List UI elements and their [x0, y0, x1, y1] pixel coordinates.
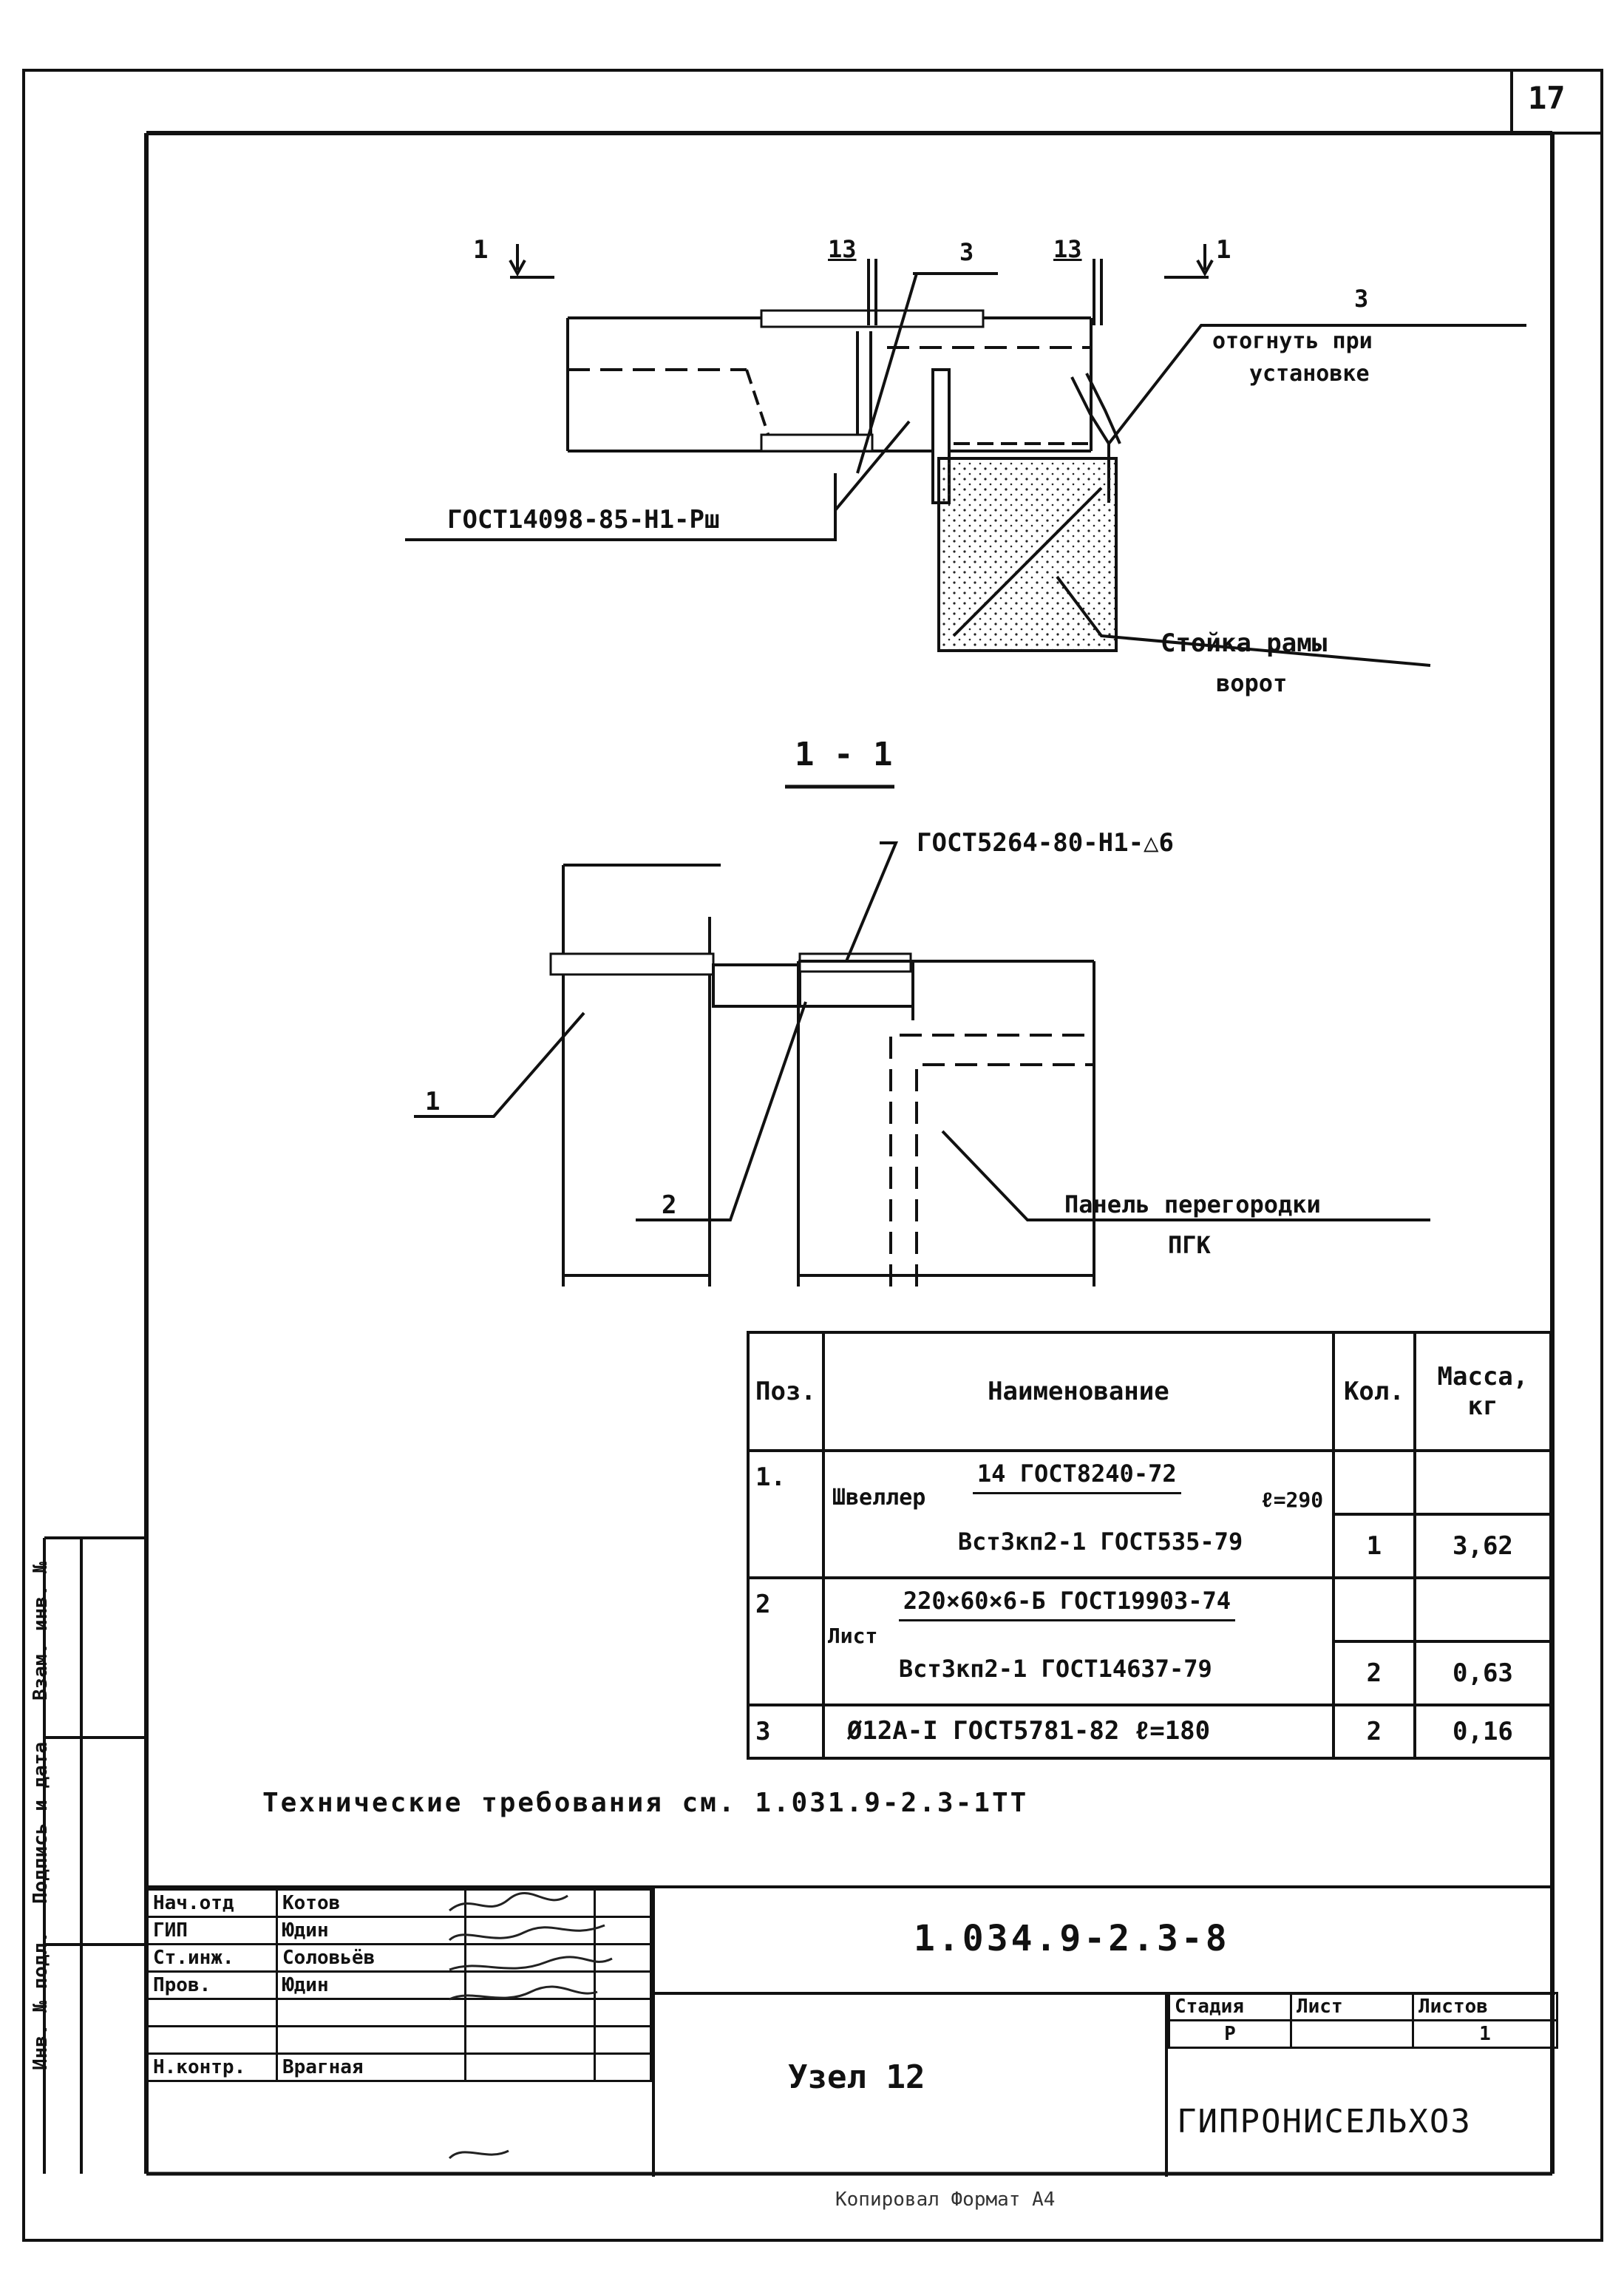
spec-row-2-name: Лист 220×60×6-Б ГОСТ19903-74 Вст3кп2-1 Г… — [821, 1576, 1335, 1706]
specification-table: Поз. Наименование Кол. Масса, кг 1. Швел… — [747, 1331, 1553, 1760]
sheets-value: 1 — [1412, 2019, 1558, 2049]
pos-3-right: 3 — [1354, 285, 1369, 313]
spec-row-1-name: Швеллер 14 ГОСТ8240-72 ℓ=290 Вст3кп2-1 Г… — [821, 1449, 1335, 1579]
signature-4 — [464, 1970, 596, 2000]
signature-scribbles — [448, 1892, 613, 2160]
stage-value: Р — [1168, 2019, 1292, 2049]
spec-row-1-pos: 1. — [747, 1449, 825, 1579]
spec-row-3-name: Ø12А-I ГОСТ5781-82 ℓ=180 — [821, 1704, 1335, 1760]
role-4: Пров. — [146, 1970, 278, 2000]
signature-7 — [464, 2052, 596, 2082]
spec-header-pos: Поз. — [747, 1331, 825, 1452]
spec-row-2-mass: 0,63 — [1413, 1640, 1553, 1706]
section-mark-left: 1 — [473, 235, 489, 265]
footer-note: Копировал Формат А4 — [835, 2189, 1056, 2211]
weld-spec-section: ГОСТ5264-80-Н1-△6 — [917, 828, 1174, 858]
spec-row-3-qty: 2 — [1331, 1704, 1416, 1760]
sheet-header: Лист — [1290, 1992, 1414, 2021]
spec-row-2-pos: 2 — [747, 1576, 825, 1706]
note-bend-line2: установке — [1249, 361, 1370, 387]
spec-row-3: 3 Ø12А-I ГОСТ5781-82 ℓ=180 2 0,16 — [747, 1704, 1553, 1760]
name-5 — [276, 1998, 466, 2027]
section-title: 1 - 1 — [795, 736, 893, 773]
role-3: Ст.инж. — [146, 1943, 278, 1973]
tech-requirements: Технические требования см. 1.031.9-2.3-1… — [262, 1788, 1029, 1818]
designation: 1.034.9-2.3-8 — [914, 1918, 1230, 1959]
spec-row-3-pos: 3 — [747, 1704, 825, 1760]
sheet-value — [1290, 2019, 1414, 2049]
spec-row-2-qty: 2 — [1331, 1640, 1416, 1706]
name-6 — [276, 2025, 466, 2055]
drawing-title: Узел 12 — [788, 2058, 925, 2096]
role-2: ГИП — [146, 1916, 278, 1945]
section-mark-right: 1 — [1216, 235, 1231, 265]
weld-spec-top: ГОСТ14098-85-Н1-Рш — [447, 505, 720, 535]
name-4: Юдин — [276, 1970, 466, 2000]
name-1: Котов — [276, 1888, 466, 1918]
mark-13-right: 13 — [1053, 235, 1082, 263]
spec-row-1-prefix: Швеллер — [832, 1485, 926, 1511]
pos-3-left: 3 — [959, 238, 974, 266]
spec-header-qty: Кол. — [1331, 1331, 1416, 1452]
spec-row-1-bottom-line: Вст3кп2-1 ГОСТ535-79 — [957, 1528, 1243, 1556]
spec-row-2-prefix: Лист — [827, 1624, 878, 1648]
pos-1-label: 1 — [425, 1087, 441, 1116]
post-label-line1: Стойка рамы — [1161, 628, 1328, 658]
panel-label-line2: ПГК — [1168, 1231, 1211, 1259]
spec-header-name: Наименование — [821, 1331, 1335, 1452]
role-6 — [146, 2025, 278, 2055]
name-3: Соловьёв — [276, 1943, 466, 1973]
spec-row-1-suffix: ℓ=290 — [1260, 1488, 1324, 1512]
spec-row-1-qty: 1 — [1331, 1513, 1416, 1579]
sheet-number: 17 — [1528, 80, 1566, 116]
panel-label-line1: Панель перегородки — [1064, 1190, 1321, 1218]
note-bend-line1: отогнуть при — [1212, 328, 1373, 354]
spec-row-1-top: 1. Швеллер 14 ГОСТ8240-72 ℓ=290 Вст3кп2-… — [747, 1449, 1553, 1579]
side-stamp-original-inv: Инв. № подл. — [30, 1931, 52, 2070]
mark-13-left: 13 — [828, 235, 857, 263]
spec-row-2-top-line: 220×60×6-Б ГОСТ19903-74 — [898, 1587, 1235, 1621]
stage-header: Стадия — [1168, 1992, 1292, 2021]
role-1: Нач.отд — [146, 1888, 278, 1918]
role-5 — [146, 1998, 278, 2027]
name-7: Врагная — [276, 2052, 466, 2082]
spec-row-2-bottom-line: Вст3кп2-1 ГОСТ14637-79 — [898, 1655, 1212, 1683]
post-label-line2: ворот — [1216, 669, 1288, 697]
spec-header-mass: Масса, кг — [1413, 1331, 1553, 1452]
organization: ГИПРОНИСЕЛЬХОЗ — [1177, 2103, 1472, 2140]
spec-row-2-top: 2 Лист 220×60×6-Б ГОСТ19903-74 Вст3кп2-1… — [747, 1576, 1553, 1706]
sheets-header: Листов — [1412, 1992, 1558, 2021]
name-2: Юдин — [276, 1916, 466, 1945]
spec-row-1-top-line: 14 ГОСТ8240-72 — [972, 1460, 1181, 1494]
spec-row-3-mass: 0,16 — [1413, 1704, 1553, 1760]
side-stamp-signature-date: Подпись и дата — [30, 1741, 52, 1904]
pos-2-label: 2 — [662, 1190, 677, 1220]
spec-row-1-mass: 3,62 — [1413, 1513, 1553, 1579]
role-7: Н.контр. — [146, 2052, 278, 2082]
side-stamp-replacement-inv: Взам. инв. № — [30, 1562, 52, 1701]
